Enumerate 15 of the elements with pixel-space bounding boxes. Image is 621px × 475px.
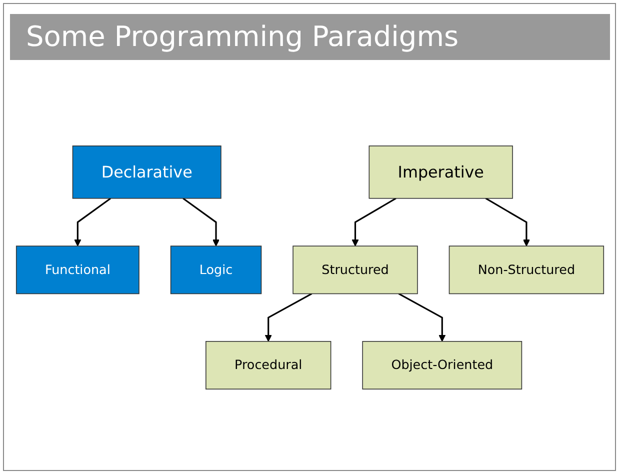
arrow: [74, 198, 112, 246]
node-box: Non-Structured: [448, 246, 604, 294]
node-box: Declarative: [72, 146, 222, 199]
node-box: Object-Oriented: [362, 341, 522, 390]
slide-title: Some Programming Paradigms: [10, 14, 610, 60]
arrow: [352, 198, 396, 246]
arrow: [182, 198, 220, 246]
arrow: [264, 293, 312, 342]
node-box: Imperative: [368, 146, 513, 199]
node-box: Logic: [170, 246, 262, 294]
arrow: [398, 293, 446, 342]
node-box: Procedural: [206, 341, 332, 390]
node-box: Functional: [16, 246, 140, 294]
node-box: Structured: [292, 246, 418, 294]
arrow: [485, 198, 530, 246]
